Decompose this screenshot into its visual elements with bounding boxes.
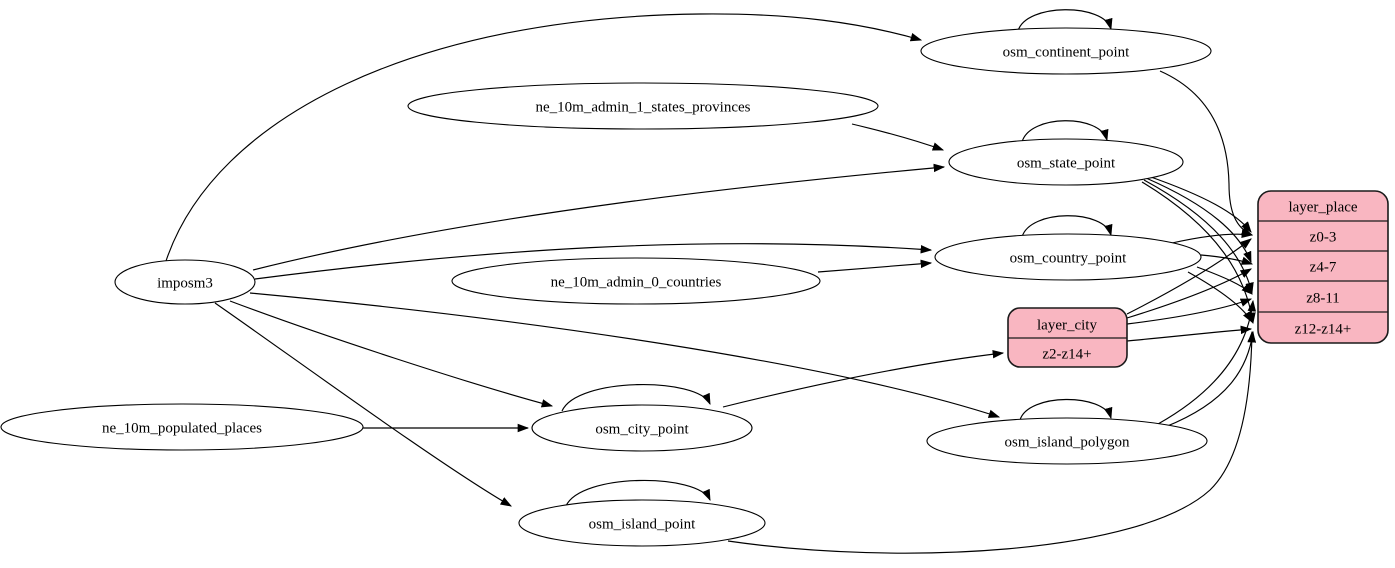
edge-ne_10m_admin_1_states_provinces-osm_state_point [851,123,945,151]
edge-osm_state_point-layer_place-z0-3 [1147,175,1252,233]
edge-osm_island_polygon-layer_place-z8-11 [1157,299,1257,425]
node-osm-continent-point: osm_continent_point [920,27,1212,75]
selfloop-osm_city_point [561,384,711,412]
edge-imposm3-osm_country_point [254,243,933,280]
node-layer-city: layer_city z2-z14+ [1007,307,1128,368]
edge-osm_island_point-layer_place-z12-z14 [727,330,1257,554]
edge-osm_country_point-layer_place-z8-11 [1196,266,1253,295]
node-osm-country-point-label: osm_country_point [1010,250,1127,266]
edge-imposm3-osm_city_point [229,300,554,408]
node-osm-continent-point-label: osm_continent_point [1003,44,1130,60]
edge-ne_10m_admin_0_countries-osm_country_point [817,259,933,273]
edge-osm_country_point-layer_place-z4-7 [1200,254,1254,265]
layer-place-title: layer_place [1288,199,1357,215]
layer-city-row-z2-z14: z2-z14+ [1042,346,1091,362]
node-osm-state-point: osm_state_point [948,138,1184,186]
node-imposm3-label: imposm3 [157,275,213,291]
node-osm-city-point: osm_city_point [531,404,753,452]
edge-osm_continent_point-layer_place-z0-3 [1159,70,1254,236]
selfloop-osm_state_point [1021,120,1109,143]
edge-imposm3-osm_island_point [214,302,512,507]
node-osm-country-point: osm_country_point [934,233,1202,281]
selfloop-osm_island_polygon [1019,398,1113,421]
layer-place-row-z8-11: z8-11 [1306,290,1340,306]
node-ne-10m-populated-places: ne_10m_populated_places [0,403,364,451]
edge-layer_city-layer_place-z4-7 [1126,268,1252,319]
edge-layer_city-layer_place-z0-3 [1126,238,1252,315]
node-ne-10m-admin-0-countries-label: ne_10m_admin_0_countries [551,274,722,290]
selfloop-osm_country_point [1021,215,1113,238]
node-layer-place: layer_place z0-3 z4-7 z8-11 z12-z14+ [1257,190,1389,344]
node-osm-island-polygon-label: osm_island_polygon [1004,434,1130,450]
node-ne-10m-admin-1-states-provinces: ne_10m_admin_1_states_provinces [407,82,879,130]
edge-imposm3-osm_continent_point [165,13,923,262]
layer-place-row-z12-z14: z12-z14+ [1295,321,1352,337]
edge-osm_state_point-layer_place-z4-7 [1145,177,1252,264]
selfloop-osm_continent_point [1017,9,1113,32]
edge-imposm3-osm_island_polygon [249,292,1001,418]
node-ne-10m-populated-places-label: ne_10m_populated_places [102,420,262,436]
edge-layer [165,9,1257,554]
edge-osm_country_point-layer_place-z0-3 [1171,229,1254,244]
node-osm-island-point: osm_island_point [518,499,766,547]
edge-osm_island_polygon-layer_place-z12-z14 [1164,330,1256,428]
node-osm-state-point-label: osm_state_point [1017,155,1116,171]
edge-osm_city_point-layer_city-z2-z14 [722,349,1005,408]
edge-osm_state_point-layer_place-z8-11 [1143,179,1254,295]
edge-osm_country_point-layer_place-z12-z14 [1187,271,1253,323]
edge-layer_city-layer_place-z8-11 [1126,298,1253,325]
node-ne-10m-admin-1-states-provinces-label: ne_10m_admin_1_states_provinces [536,99,751,115]
node-ne-10m-admin-0-countries: ne_10m_admin_0_countries [451,257,821,305]
node-osm-island-polygon: osm_island_polygon [926,417,1208,465]
edge-layer_city-layer_place-z12-z14 [1126,325,1253,342]
node-osm-island-point-label: osm_island_point [589,516,697,532]
layer-place-row-z0-3: z0-3 [1310,229,1337,245]
node-osm-city-point-label: osm_city_point [595,421,689,437]
node-imposm3: imposm3 [114,259,256,305]
layer-city-title: layer_city [1037,317,1097,333]
selfloop-osm_island_point [565,479,711,507]
layer-place-row-z4-7: z4-7 [1310,259,1337,275]
edge-imposm3-osm_state_point [252,163,946,271]
